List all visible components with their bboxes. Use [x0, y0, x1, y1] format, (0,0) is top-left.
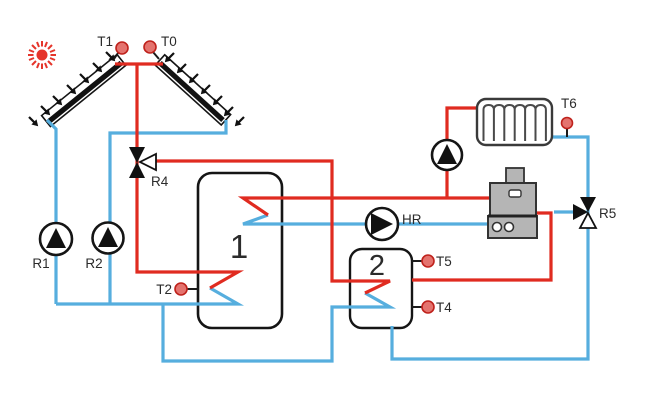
label-t2: T2 [156, 282, 172, 297]
sensor-t0-icon [143, 40, 157, 54]
solar-collector-left [40, 53, 127, 128]
sensor-t1-icon [115, 41, 129, 55]
sensor-t2-icon [174, 282, 188, 296]
label-tank-1: 1 [230, 228, 248, 265]
radiator [475, 97, 554, 147]
label-hr: HR [402, 212, 422, 227]
pipe-radiator-return [390, 135, 590, 361]
valve-r5 [573, 197, 598, 229]
sensor-t5-icon [421, 254, 435, 268]
pump-r2 [91, 221, 125, 255]
boiler-window [508, 189, 522, 198]
label-r1: R1 [32, 256, 49, 271]
hot-pipes [115, 62, 553, 295]
label-t4: T4 [436, 300, 452, 315]
boiler-dial-right [503, 221, 515, 233]
solar-collector-right [154, 53, 232, 127]
pipe-bottom-header-tank1-coil [56, 286, 245, 306]
radiator-fins [482, 103, 547, 141]
label-r5: R5 [599, 206, 616, 221]
sensor-t1-stub [113, 52, 119, 60]
pump-r2-rotor [98, 227, 118, 247]
pipe-boiler-out-tank2 [412, 211, 553, 282]
boiler-chimney [505, 167, 525, 185]
label-tank-2: 2 [369, 250, 385, 282]
valve-r4 [129, 147, 157, 178]
pump-hr [364, 206, 400, 242]
sensor-t4-icon [421, 300, 435, 314]
sensor-t6-icon [560, 116, 574, 130]
pipe-collector-left-return [45, 118, 58, 304]
sensor-bulbs [115, 40, 574, 314]
sun-icon [28, 41, 56, 69]
sensor-t0-stub [152, 51, 160, 60]
irradiance-arrows-left [25, 48, 119, 130]
pump-r1 [38, 221, 74, 257]
pump-r1-rotor [46, 228, 66, 248]
cold-pipes [45, 118, 590, 363]
radiator-pump [430, 138, 464, 172]
boiler-body [489, 182, 537, 217]
pipe-tank2-coil-return-loop [161, 291, 397, 363]
pipe-tank1-topcoil-to-boiler [242, 213, 490, 226]
label-t5: T5 [436, 254, 452, 269]
radiator-pump-rotor [437, 144, 457, 164]
pump-hr-rotor [371, 213, 393, 235]
boiler [487, 167, 538, 239]
label-t1: T1 [97, 34, 113, 49]
sensors [113, 51, 568, 308]
pipe-collector-right-return [108, 120, 228, 304]
irradiance-arrows-right [161, 49, 248, 130]
label-r4: R4 [151, 174, 169, 189]
pipe-tank1-topcoil-supply [237, 196, 492, 217]
label-t0: T0 [161, 34, 177, 49]
label-t6: T6 [561, 96, 577, 111]
label-r2: R2 [85, 256, 102, 271]
boiler-dial-left [491, 221, 503, 233]
pipe-r4-branch-tank2-coil [153, 159, 391, 295]
